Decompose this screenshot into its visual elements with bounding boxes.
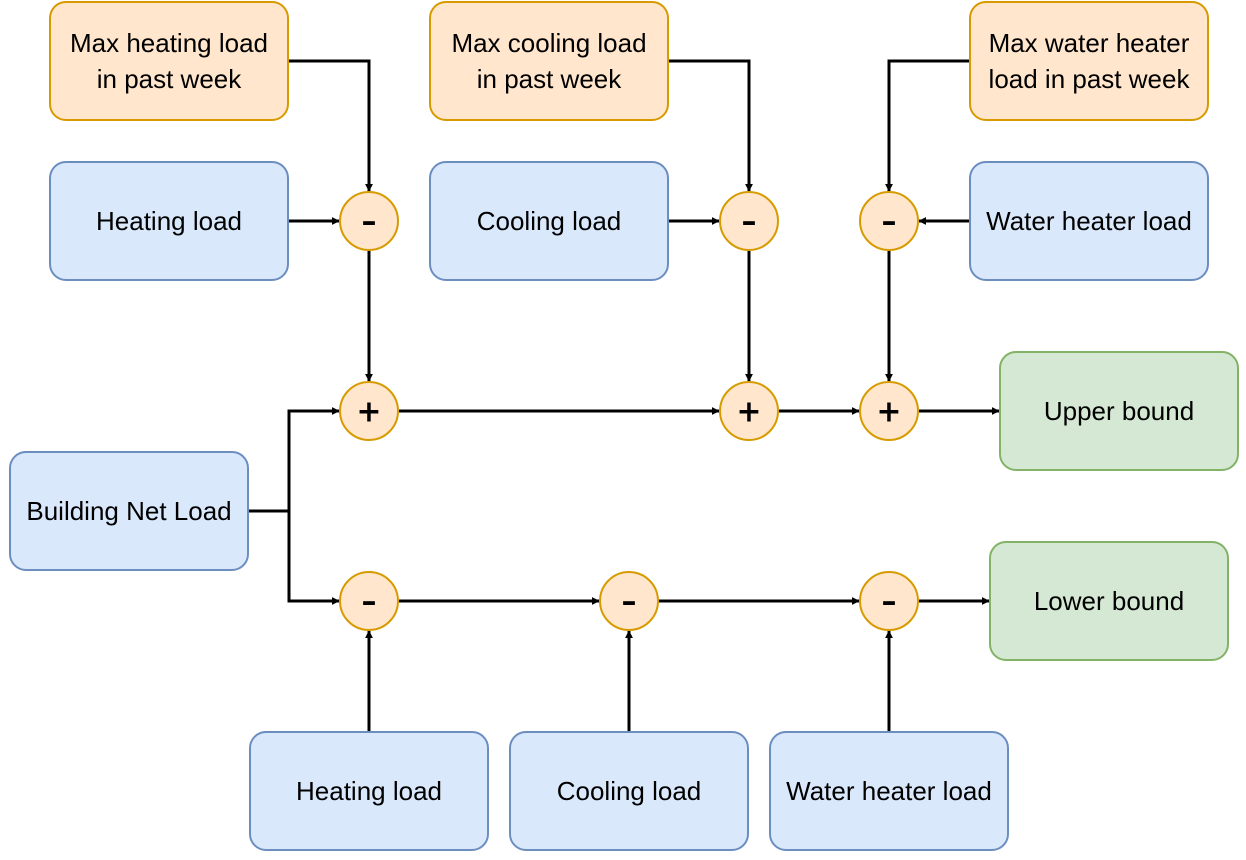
- node-box: [769, 731, 1009, 851]
- node-lower-bound: Lower bound: [989, 541, 1229, 661]
- operator-symbol: –: [742, 205, 757, 240]
- node-building-net: Building Net Load: [9, 451, 249, 571]
- operator-circle: [859, 381, 919, 441]
- connector-layer: [249, 59, 1000, 731]
- operator-sub-heating-bottom: –: [339, 571, 399, 631]
- node-label: in past week: [477, 64, 623, 94]
- operator-symbol: –: [362, 205, 377, 240]
- node-label: in past week: [97, 64, 243, 94]
- node-label: Lower bound: [1034, 586, 1184, 616]
- node-label: Building Net Load: [26, 496, 231, 526]
- node-label: load in past week: [989, 64, 1191, 94]
- operator-symbol: +: [356, 395, 381, 430]
- node-water-top: Water heater load: [969, 161, 1209, 281]
- node-max-water: Max water heater load in past week: [969, 1, 1209, 121]
- node-box: [49, 1, 289, 121]
- node-cooling-top: Cooling load: [429, 161, 669, 281]
- operator-layer: – – – + + + – – –: [339, 191, 919, 631]
- edge-max-heating: [289, 59, 373, 192]
- node-box: [969, 1, 1209, 121]
- node-box: [999, 351, 1239, 471]
- node-max-heating: Max heating load in past week: [49, 1, 289, 121]
- operator-symbol: +: [876, 395, 901, 430]
- node-label: Max cooling load: [451, 28, 646, 58]
- node-label: Cooling load: [557, 776, 702, 806]
- node-heating-bottom: Heating load: [249, 731, 489, 851]
- operator-add-heating: +: [339, 381, 399, 441]
- operator-add-cooling: +: [719, 381, 779, 441]
- operator-circle: [339, 571, 399, 631]
- node-label: Max water heater: [989, 28, 1190, 58]
- node-label: Heating load: [296, 776, 442, 806]
- node-cooling-bottom: Cooling load: [509, 731, 749, 851]
- operator-symbol: –: [882, 205, 897, 240]
- node-upper-bound: Upper bound: [999, 351, 1239, 471]
- node-box: [249, 731, 489, 851]
- node-box: [509, 731, 749, 851]
- operator-sub-water-top: –: [859, 191, 919, 251]
- edge-max-cooling: [669, 59, 753, 192]
- node-label: Heating load: [96, 206, 242, 236]
- operator-sub-cooling-top: –: [719, 191, 779, 251]
- node-label: Water heater load: [786, 776, 992, 806]
- operator-circle: [719, 381, 779, 441]
- edge-net-upper: [249, 407, 340, 513]
- operator-symbol: –: [362, 585, 377, 620]
- node-label: Water heater load: [986, 206, 1192, 236]
- node-label: Upper bound: [1044, 396, 1194, 426]
- operator-symbol: –: [882, 585, 897, 620]
- operator-circle: [599, 571, 659, 631]
- operator-sub-heating-top: –: [339, 191, 399, 251]
- operator-circle: [859, 571, 919, 631]
- edge-net-lower: [249, 509, 340, 605]
- node-box: [49, 161, 289, 281]
- node-label: Cooling load: [477, 206, 622, 236]
- operator-circle: [339, 191, 399, 251]
- node-box: [429, 161, 669, 281]
- node-box: [429, 1, 669, 121]
- node-label: Max heating load: [70, 28, 268, 58]
- node-box: [989, 541, 1229, 661]
- operator-sub-cooling-bottom: –: [599, 571, 659, 631]
- node-max-cooling: Max cooling load in past week: [429, 1, 669, 121]
- operator-circle: [339, 381, 399, 441]
- node-box: [969, 161, 1209, 281]
- operator-sub-water-bottom: –: [859, 571, 919, 631]
- node-water-bottom: Water heater load: [769, 731, 1009, 851]
- node-heating-top: Heating load: [49, 161, 289, 281]
- edge-max-water: [885, 59, 969, 192]
- operator-symbol: +: [736, 395, 761, 430]
- operator-symbol: –: [622, 585, 637, 620]
- operator-circle: [719, 191, 779, 251]
- node-box: [9, 451, 249, 571]
- operator-add-water: +: [859, 381, 919, 441]
- operator-circle: [859, 191, 919, 251]
